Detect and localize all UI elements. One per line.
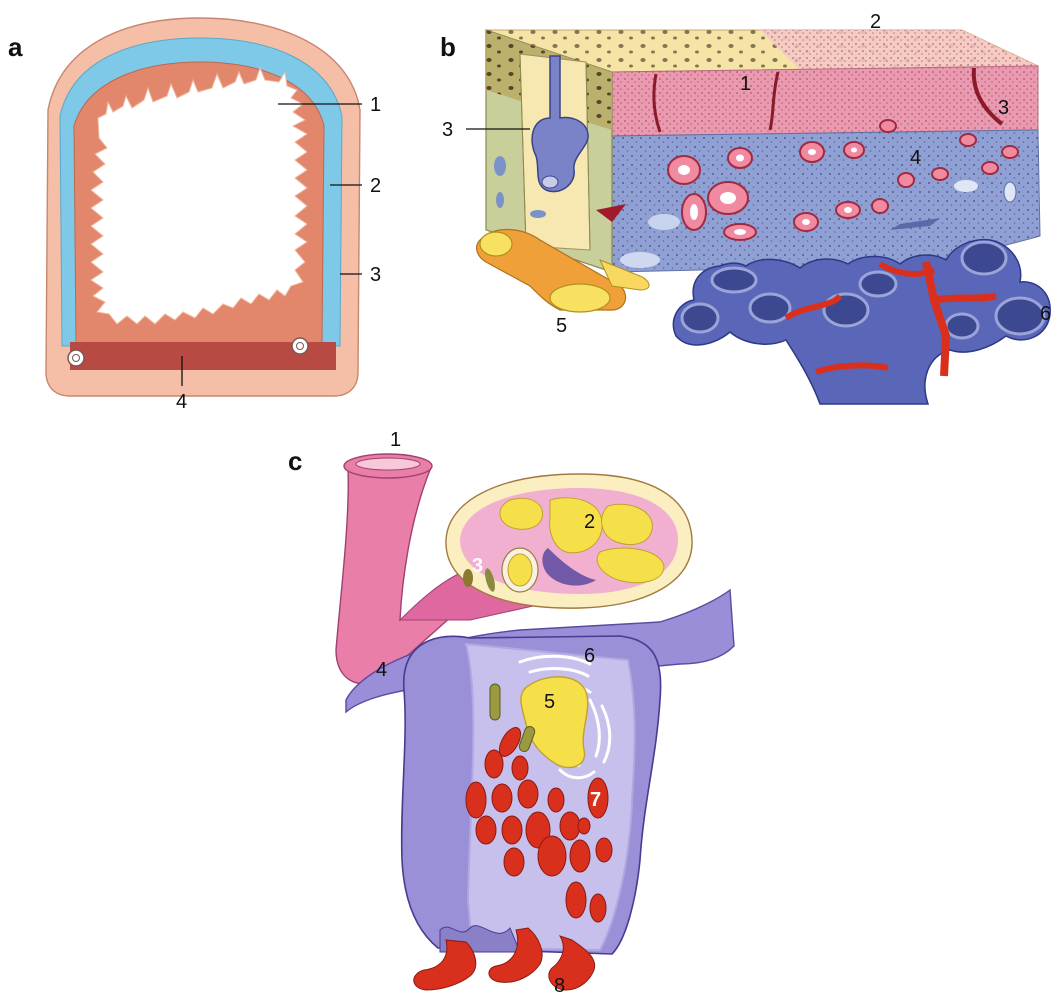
panel-b-top-pink-dots	[760, 30, 1038, 70]
panel-c-label-8: 8	[554, 975, 565, 997]
panel-b-space-1	[648, 214, 680, 230]
panel-c-label-3: 3	[472, 555, 483, 577]
panel-b-left-cell-3	[530, 210, 546, 218]
panel-c-label-7: 7	[590, 789, 601, 811]
panel-a-duct-right	[292, 338, 308, 354]
panel-c-label-6: 6	[584, 645, 595, 667]
panel-a: a 1 2 3 4	[8, 18, 381, 413]
panel-c-letter: c	[288, 446, 302, 476]
panel-c-label-1: 1	[390, 429, 401, 451]
panel-b-label-1: 1	[740, 73, 751, 95]
panel-b-letter: b	[440, 32, 456, 62]
panel-a-duct-left	[68, 350, 84, 366]
panel-c-label-2: 2	[584, 511, 595, 533]
panel-b-left-gland-lumen	[542, 176, 558, 188]
panel-b-left-cell-2	[496, 192, 504, 208]
panel-a-label-4: 4	[176, 391, 187, 413]
panel-b-label-3-right: 3	[998, 97, 1009, 119]
panel-b-space-2	[620, 252, 660, 268]
panel-c-cross-section	[446, 474, 692, 608]
panel-a-lumen	[91, 68, 307, 324]
panel-c-mito-1	[490, 684, 500, 720]
panel-b-label-4: 4	[910, 147, 921, 169]
panel-b-vessel-network	[673, 240, 1050, 404]
panel-a-label-3: 3	[370, 264, 381, 286]
panel-b-space-4	[1004, 182, 1016, 202]
panel-b-left-cell-1	[494, 156, 506, 176]
panel-c-label-4: 4	[376, 659, 387, 681]
panel-b-label-2: 2	[870, 11, 881, 33]
panel-c: c	[288, 429, 734, 997]
panel-b-space-3	[954, 180, 978, 192]
panel-b-label-6: 6	[1040, 303, 1051, 325]
panel-a-label-2: 2	[370, 175, 381, 197]
panel-b: b	[440, 11, 1051, 404]
panel-c-label-5: 5	[544, 691, 555, 713]
panel-b-label-3-left: 3	[442, 119, 453, 141]
panel-a-letter: a	[8, 32, 23, 62]
panel-b-label-5: 5	[556, 315, 567, 337]
panel-a-label-1: 1	[370, 94, 381, 116]
